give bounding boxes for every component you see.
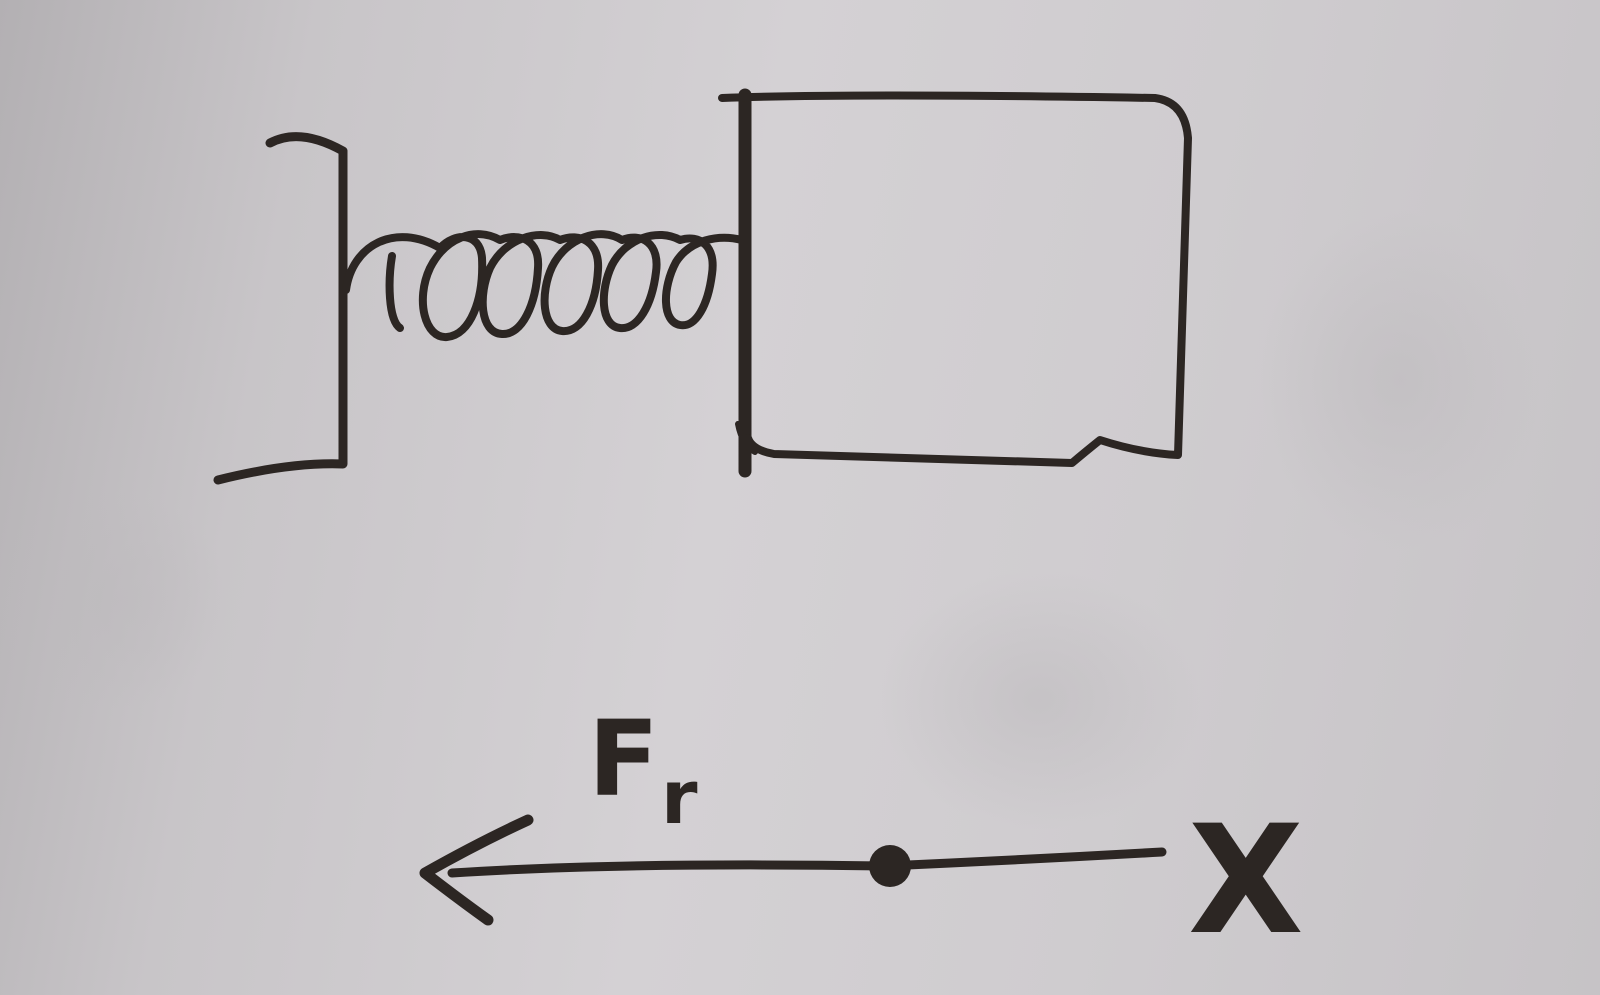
axis-arrowhead	[419, 814, 534, 926]
axis-label-x: X	[1188, 794, 1304, 968]
force-axis	[419, 814, 1167, 926]
force-symbol: F	[588, 698, 659, 820]
wall-bracket	[213, 132, 348, 485]
force-subscript: r	[661, 755, 698, 841]
spring	[342, 230, 746, 341]
force-label: Fr	[588, 698, 698, 841]
origin-point	[869, 845, 911, 887]
board-smudges	[0, 210, 1540, 830]
block	[718, 88, 1192, 478]
